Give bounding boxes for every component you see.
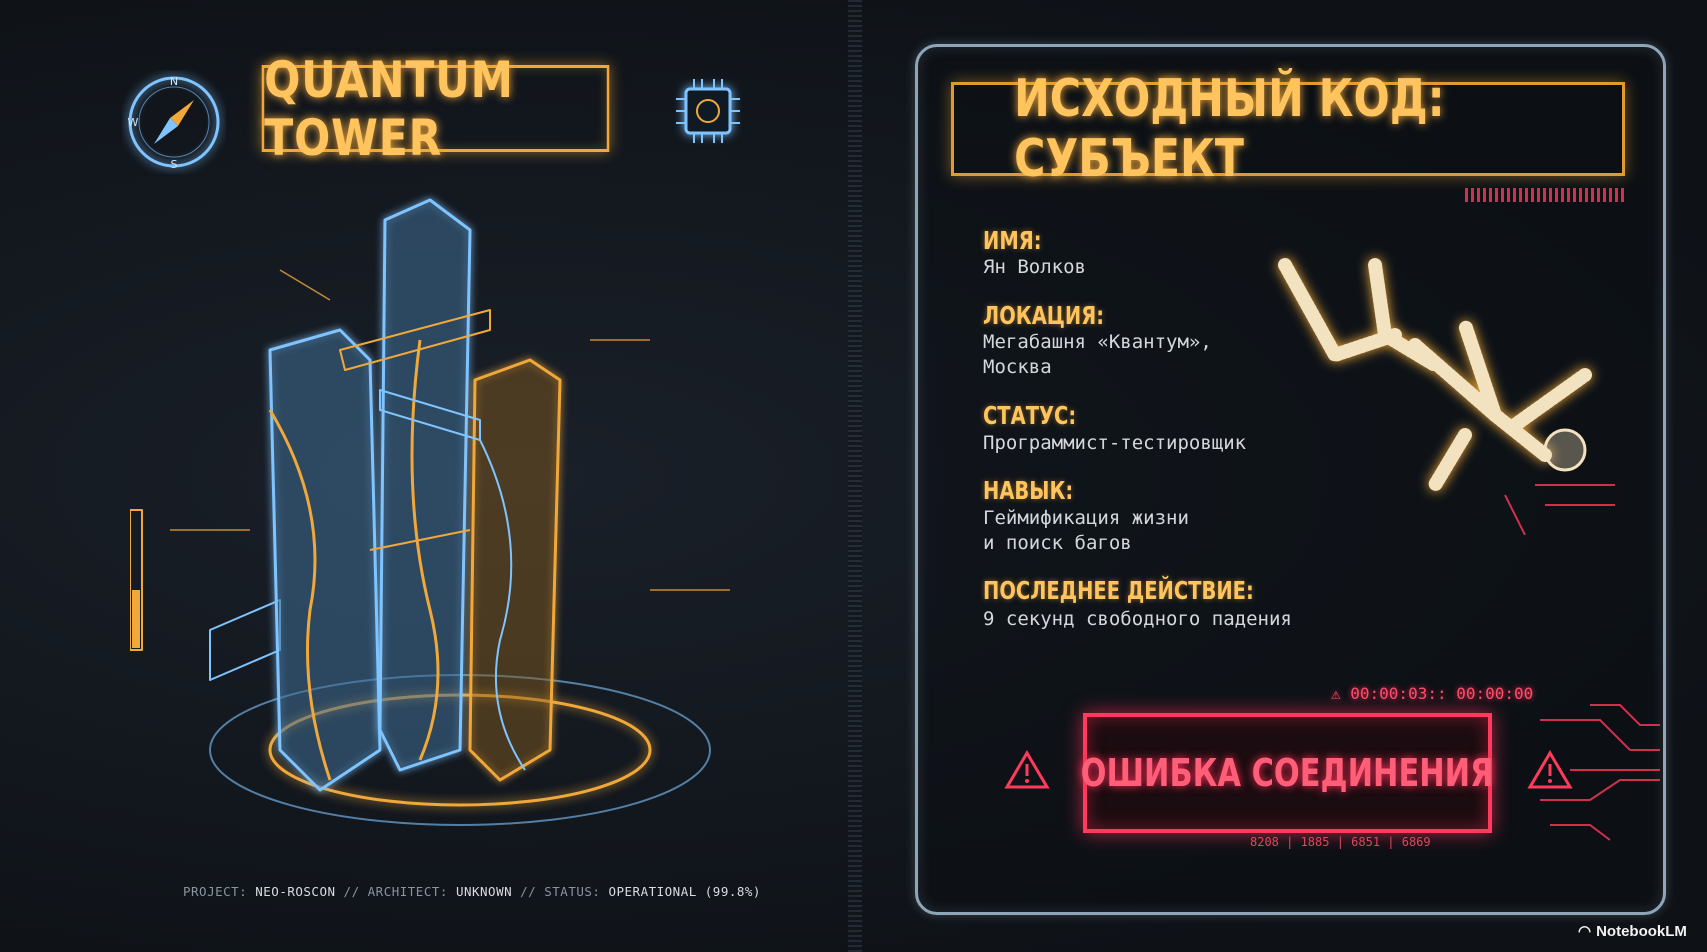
field-value-skill-2: и поиск багов — [983, 532, 1132, 554]
field-label-name: ИМЯ: — [983, 226, 1042, 255]
architect-label: ARCHITECT: — [367, 884, 448, 899]
circuit-traces — [1540, 704, 1660, 841]
field-value-location-1: Мегабашня «Квантум», — [983, 331, 1212, 353]
compass-w: W — [128, 116, 139, 129]
error-code: 8208 | 1885 | 6851 | 6869 — [1250, 835, 1431, 849]
project-label: PROJECT: — [183, 884, 248, 899]
project-status-line: PROJECT: NEO-ROSCON // ARCHITECT: UNKNOW… — [183, 884, 761, 899]
field-label-status: СТАТУС: — [983, 401, 1077, 430]
field-value-last-action: 9 секунд свободного падения — [983, 608, 1292, 630]
field-value-name: Ян Волков — [983, 256, 1086, 278]
field-value-location-2: Москва — [983, 356, 1052, 378]
connection-error-text: ОШИБКА СОЕДИНЕНИЯ — [1081, 751, 1494, 795]
status-label: STATUS: — [544, 884, 601, 899]
signal-bars — [1465, 188, 1625, 202]
architect-value: UNKNOWN — [455, 884, 513, 899]
left-title: QUANTUM TOWER — [261, 51, 610, 167]
connection-error-box: ОШИБКА СОЕДИНЕНИЯ — [1081, 713, 1494, 833]
timer-text: 00:00:03:: 00:00:00 — [1350, 684, 1534, 703]
tower-blueprint — [130, 198, 730, 826]
chip-icon — [676, 79, 740, 143]
project-value: NEO-ROSCON — [255, 884, 336, 899]
field-value-skill-1: Геймификация жизни — [983, 507, 1189, 529]
brand-text: NotebookLM — [1596, 922, 1687, 940]
timer: ⚠ 00:00:03:: 00:00:00 — [1331, 684, 1534, 703]
warning-icon — [1527, 750, 1573, 789]
warning-icon — [1004, 750, 1050, 789]
notebooklm-logo-icon: ◠ — [1578, 923, 1592, 940]
field-label-location: ЛОКАЦИЯ: — [983, 301, 1105, 330]
subject-title-text: ИСХОДНЫЙ КОД: СУБЪЕКТ — [1014, 69, 1445, 189]
field-label-last-action: ПОСЛЕДНЕЕ ДЕЙСТВИЕ: — [983, 576, 1254, 605]
compass-n: N — [170, 75, 178, 88]
compass-icon: N S W — [128, 75, 220, 171]
separator: // — [520, 884, 537, 899]
subject-title: ИСХОДНЫЙ КОД: СУБЪЕКТ — [951, 69, 1625, 189]
separator: // — [343, 884, 360, 899]
panel-divider — [848, 0, 862, 952]
compass-s: S — [171, 158, 178, 171]
field-value-status: Программист-тестировщик — [983, 432, 1247, 454]
falling-figure — [1278, 258, 1615, 535]
status-value: OPERATIONAL (99.8%) — [608, 884, 761, 899]
notebooklm-brand: ◠ NotebookLM — [1578, 922, 1687, 941]
field-label-skill: НАВЫК: — [983, 476, 1074, 505]
